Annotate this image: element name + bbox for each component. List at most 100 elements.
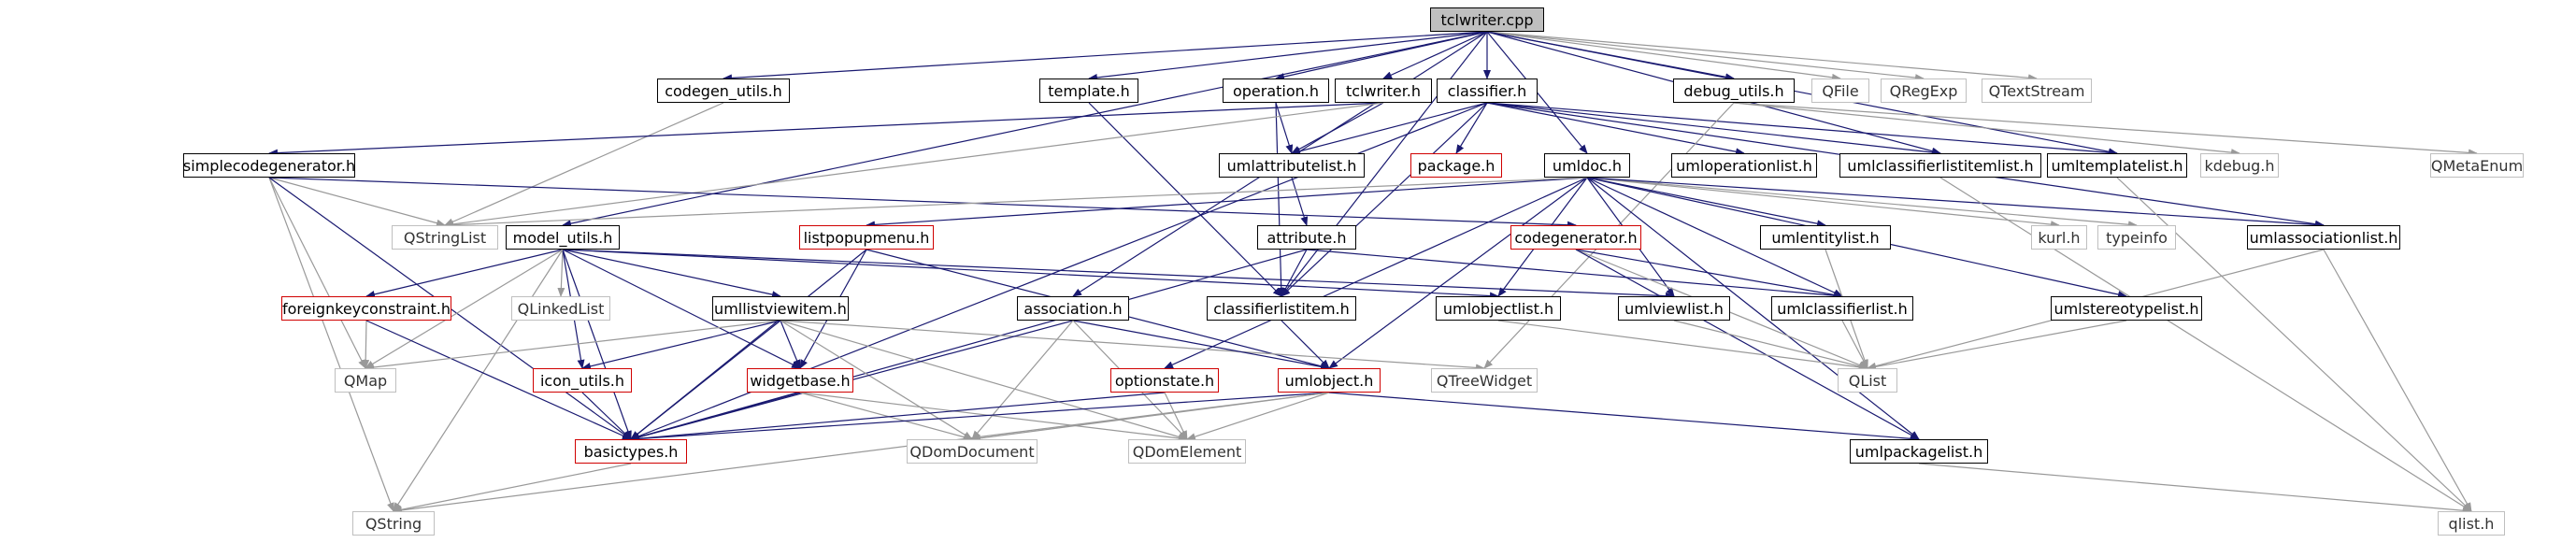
- node-debug-utils-h[interactable]: debug_utils.h: [1673, 79, 1795, 103]
- edge-model-utils-h-to-foreignkeyconstraint-h: [365, 249, 564, 298]
- edge-attribute-h-to-umlclassifierlist-h: [1306, 249, 1843, 300]
- node-qdomelement[interactable]: QDomElement: [1128, 439, 1246, 464]
- edge-umlclassifierlistitemlist-h-to-qlist-h: [1939, 177, 2472, 512]
- edge-umlobject-h-to-QString: [393, 392, 1330, 514]
- edge-tclwriter-h-to-simplecodegenerator-h: [268, 102, 1384, 157]
- edge-umllistviewitem-h-to-widgetbase-h: [780, 320, 801, 369]
- edge-classifierlistitem-h-to-umlobject-h: [1281, 320, 1330, 369]
- edge-model-utils-h-to-umllistviewitem-h: [562, 249, 781, 299]
- node-listpopupmenu-h[interactable]: listpopupmenu.h: [799, 225, 934, 250]
- edge-umldoc-h-to-umlassociationlist-h: [1586, 177, 2325, 229]
- node-umlobjectlist-h[interactable]: umlobjectlist.h: [1436, 296, 1561, 321]
- edge-tclwriter-h-to-QStringList: [444, 102, 1384, 228]
- node-widgetbase-h[interactable]: widgetbase.h: [747, 368, 853, 393]
- node-umltemplatelist-h[interactable]: umltemplatelist.h: [2047, 153, 2187, 178]
- node-qregexp[interactable]: QRegExp: [1881, 79, 1967, 103]
- edge-icon-utils-h-to-basictypes-h: [581, 392, 632, 440]
- edge-association-h-to-umlobject-h: [1072, 320, 1330, 371]
- edge-umlstereotypelist-h-to-QList: [1867, 320, 2127, 371]
- node-optionstate-h[interactable]: optionstate.h: [1110, 368, 1219, 393]
- edge-umldoc-h-to-QStringList: [444, 177, 1588, 229]
- edge-template-h-to-classifierlistitem-h: [1088, 102, 1282, 297]
- edge-tclwriter-cpp-to-umltemplatelist-h: [1486, 31, 2118, 156]
- edge-umlattributelist-h-to-attribute-h: [1291, 177, 1309, 226]
- node-tclwriter-cpp[interactable]: tclwriter.cpp: [1430, 7, 1544, 32]
- edge-tclwriter-cpp-to-classifierlistitem-h: [1281, 31, 1488, 297]
- node-template-h[interactable]: template.h: [1039, 79, 1138, 103]
- node-codegen-utils-h[interactable]: codegen_utils.h: [657, 79, 790, 103]
- node-umlviewlist-h[interactable]: umlviewlist.h: [1618, 296, 1730, 321]
- node-umlclassifierlistitemlist-h[interactable]: umlclassifierlistitemlist.h: [1839, 153, 2041, 178]
- edge-tclwriter-cpp-to-model-utils-h: [562, 31, 1488, 228]
- edge-model-utils-h-to-QLinkedList: [557, 249, 565, 297]
- node-qstringlist[interactable]: QStringList: [392, 225, 498, 250]
- edge-umlclassifierlist-h-to-QList: [1841, 320, 1868, 369]
- edge-umldoc-h-to-listpopupmenu-h: [866, 177, 1588, 229]
- node-umloperationlist-h[interactable]: umloperationlist.h: [1671, 153, 1817, 178]
- edge-codegen-utils-h-to-QStringList: [444, 102, 724, 226]
- edge-umltemplatelist-h-to-qlist-h: [2116, 177, 2472, 512]
- node-foreignkeyconstraint-h[interactable]: foreignkeyconstraint.h: [281, 296, 451, 321]
- node-operation-h[interactable]: operation.h: [1223, 79, 1329, 103]
- edge-umlobjectlist-h-to-QList: [1497, 320, 1868, 371]
- edge-widgetbase-h-to-QDomDocument: [799, 392, 973, 441]
- node-tclwriter-h[interactable]: tclwriter.h: [1335, 79, 1432, 103]
- edge-foreignkeyconstraint-h-to-basictypes-h: [365, 320, 632, 440]
- node-umlattributelist-h[interactable]: umlattributelist.h: [1219, 153, 1365, 178]
- node-qlist-h[interactable]: qlist.h: [2438, 511, 2505, 536]
- node-umlassociationlist-h[interactable]: umlassociationlist.h: [2247, 225, 2400, 250]
- node-umlpackagelist-h[interactable]: umlpackagelist.h: [1850, 439, 1988, 464]
- edge-umllistviewitem-h-to-basictypes-h: [630, 320, 781, 440]
- node-attribute-h[interactable]: attribute.h: [1257, 225, 1356, 250]
- node-qmap[interactable]: QMap: [335, 368, 396, 393]
- edge-codegenerator-h-to-umlpackagelist-h: [1575, 249, 1920, 440]
- node-classifierlistitem-h[interactable]: classifierlistitem.h: [1207, 296, 1356, 321]
- node-qtextstream[interactable]: QTextStream: [1982, 79, 2092, 103]
- node-qtreewidget[interactable]: QTreeWidget: [1431, 368, 1538, 393]
- node-typeinfo[interactable]: typeinfo: [2097, 225, 2176, 250]
- edge-umldoc-h-to-umlclassifierlist-h: [1586, 177, 1843, 297]
- node-umlstereotypelist-h[interactable]: umlstereotypelist.h: [2051, 296, 2202, 321]
- node-kdebug-h[interactable]: kdebug.h: [2200, 153, 2279, 178]
- edge-tclwriter-cpp-to-template-h: [1088, 31, 1488, 81]
- edge-classifier-h-to-classifierlistitem-h: [1281, 102, 1488, 297]
- node-qmetaenum[interactable]: QMetaEnum: [2430, 153, 2524, 178]
- edge-umllistviewitem-h-to-QDomDocument: [780, 320, 973, 440]
- node-umlentitylist-h[interactable]: umlentitylist.h: [1760, 225, 1891, 250]
- edge-association-h-to-QDomDocument: [971, 320, 1074, 440]
- node-package-h[interactable]: package.h: [1410, 153, 1502, 178]
- node-umlobject-h[interactable]: umlobject.h: [1278, 368, 1381, 393]
- node-qdomdocument[interactable]: QDomDocument: [907, 439, 1038, 464]
- edge-operation-h-to-classifierlistitem-h: [1275, 102, 1285, 297]
- node-model-utils-h[interactable]: model_utils.h: [506, 225, 620, 250]
- edge-umldoc-h-to-umlpackagelist-h: [1586, 177, 1920, 440]
- edge-umldoc-h-to-umlobject-h: [1328, 177, 1588, 369]
- edge-model-utils-h-to-QString: [393, 249, 564, 512]
- node-qlist[interactable]: QList: [1838, 368, 1897, 393]
- node-classifier-h[interactable]: classifier.h: [1437, 79, 1538, 103]
- edge-tclwriter-cpp-to-tclwriter-h: [1382, 31, 1488, 79]
- node-simplecodegenerator-h[interactable]: simplecodegenerator.h: [183, 153, 355, 178]
- edge-widgetbase-h-to-QDomElement: [799, 392, 1188, 442]
- edge-simplecodegenerator-h-to-QMap: [268, 177, 366, 369]
- node-association-h[interactable]: association.h: [1017, 296, 1129, 321]
- edge-foreignkeyconstraint-h-to-QMap: [362, 320, 370, 369]
- edge-umlpackagelist-h-to-qlist-h: [1918, 463, 2472, 515]
- edge-simplecodegenerator-h-to-QString: [268, 177, 394, 512]
- node-basictypes-h[interactable]: basictypes.h: [575, 439, 687, 464]
- edge-tclwriter-cpp-to-QRegExp: [1486, 31, 1925, 82]
- edge-tclwriter-cpp-to-QFile: [1486, 31, 1841, 81]
- node-umllistviewitem-h[interactable]: umllistviewitem.h: [712, 296, 849, 321]
- node-umldoc-h[interactable]: umldoc.h: [1544, 153, 1630, 178]
- node-codegenerator-h[interactable]: codegenerator.h: [1510, 225, 1641, 250]
- node-qstring[interactable]: QString: [352, 511, 435, 536]
- edge-optionstate-h-to-basictypes-h: [630, 392, 1166, 443]
- node-qlinkedlist[interactable]: QLinkedList: [511, 296, 610, 321]
- edge-umldoc-h-to-kurl-h: [1586, 177, 2060, 229]
- node-qfile[interactable]: QFile: [1811, 79, 1869, 103]
- node-kurl-h[interactable]: kurl.h: [2031, 225, 2087, 250]
- edge-umlassociationlist-h-to-qlist-h: [2323, 249, 2472, 512]
- node-icon-utils-h[interactable]: icon_utils.h: [533, 368, 632, 393]
- node-umlclassifierlist-h[interactable]: umlclassifierlist.h: [1771, 296, 1913, 321]
